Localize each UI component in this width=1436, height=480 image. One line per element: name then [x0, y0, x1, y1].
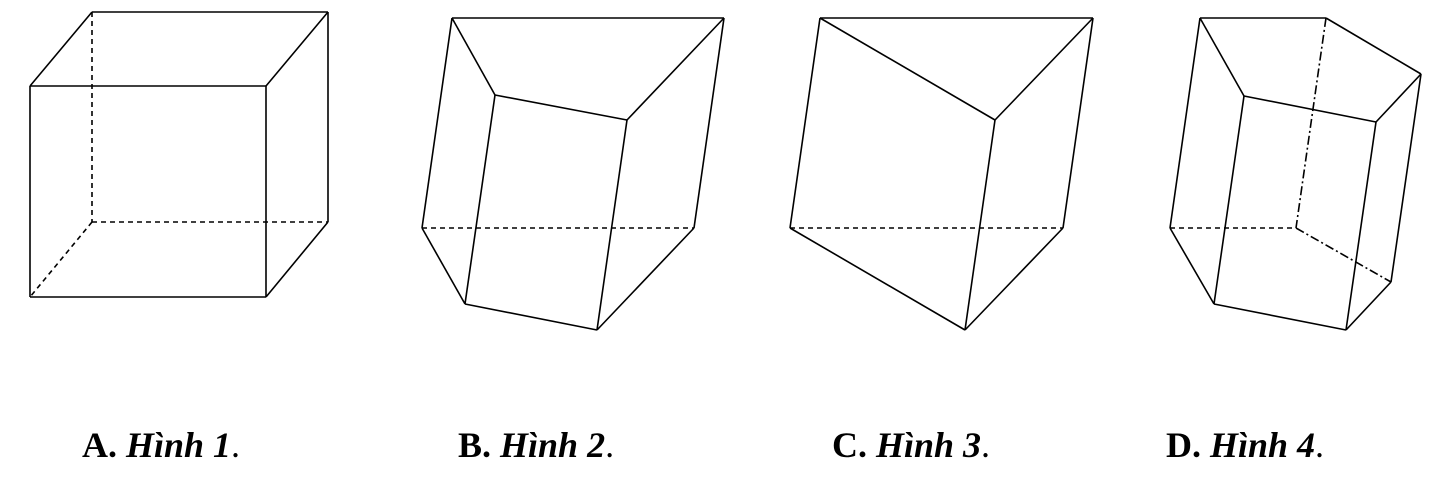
option-period: . — [1315, 425, 1325, 465]
figure-4-prism — [1169, 17, 1422, 331]
option-letter: A. — [82, 425, 117, 465]
figure-2-solid — [421, 17, 725, 331]
option-period: . — [981, 425, 991, 465]
option-period: . — [231, 425, 241, 465]
figure-3-prism — [789, 17, 1094, 331]
option-name: Hình 3 — [876, 425, 982, 465]
option-c[interactable]: C. Hình 3. — [832, 420, 990, 470]
figure-1-cube — [29, 11, 329, 298]
option-b[interactable]: B. Hình 2. — [458, 420, 614, 470]
option-letter: C. — [832, 425, 867, 465]
option-period: . — [605, 425, 615, 465]
option-name: Hình 4 — [1210, 425, 1316, 465]
option-d[interactable]: D. Hình 4. — [1166, 420, 1324, 470]
option-name: Hình 1 — [126, 425, 232, 465]
option-name: Hình 2 — [500, 425, 606, 465]
option-letter: B. — [458, 425, 492, 465]
option-letter: D. — [1166, 425, 1201, 465]
option-a[interactable]: A. Hình 1. — [82, 420, 240, 470]
